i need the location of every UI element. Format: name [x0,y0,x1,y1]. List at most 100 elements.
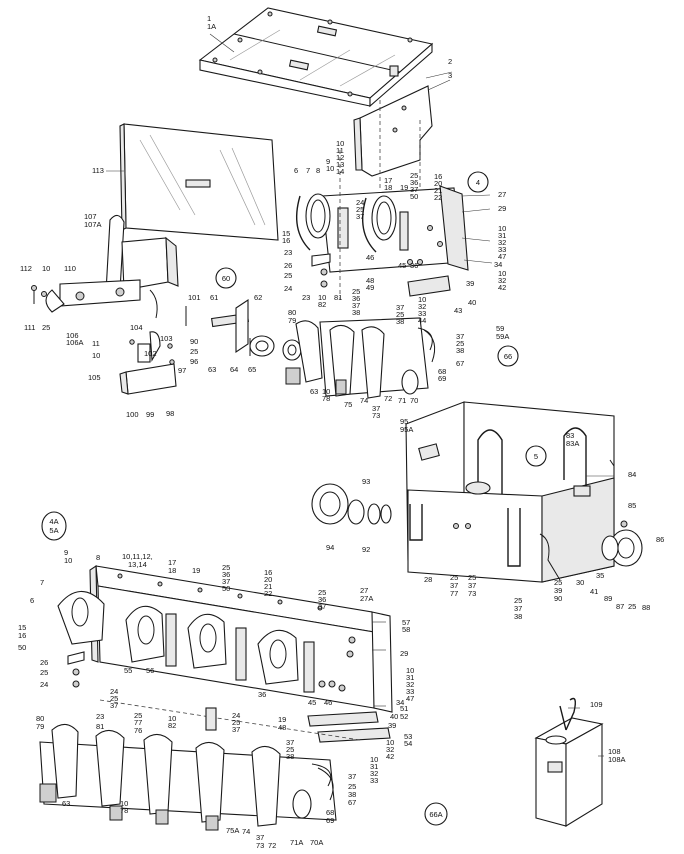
part-number-label: 25 [42,323,50,332]
part-number-label: 79 [36,722,44,731]
part-number-label: 64 [230,365,238,374]
part-number-label: 6 [30,596,34,605]
part-number-label: 10 [322,387,330,396]
part-number-label: 84 [628,470,636,479]
part-number-label: 25 [318,588,326,597]
part-number-label: 74 [360,396,368,405]
part-number-label: 70 [410,396,418,405]
part-number-label: 77 [134,718,142,727]
part-number-label: 93 [362,477,370,486]
part-number-label: 63 [310,387,318,396]
part-number-label: 37 [410,185,418,194]
glass-door-panel [119,123,279,241]
part-number-label: 99 [146,410,154,419]
callout-circle [41,511,67,541]
part-number-label: 42 [386,752,394,761]
part-number-label: 54 [404,739,412,748]
part-number-label: 25 [40,668,48,677]
part-number-label: 48 [366,276,374,285]
part-number-label: 37 [110,701,118,710]
part-number-label: 81 [334,293,342,302]
part-number-label: 51 [400,704,408,713]
part-number-label: 10 [120,799,128,808]
part-number-label: 13,14 [128,560,147,569]
part-number-label: 77 [450,589,458,598]
part-number-label: 32 [406,680,414,689]
part-number-label: 19 [278,715,286,724]
part-number-label: 11 [92,339,100,348]
part-number-label: 69 [438,374,446,383]
part-number-label: 36 [258,690,266,699]
part-number-label: 11 [336,146,344,155]
part-number-label: 67 [456,359,464,368]
part-number-label: 30 [576,578,584,587]
part-number-label: 10 [370,755,378,764]
part-number-label: 32 [498,276,506,285]
part-number-label: 9 [326,157,330,166]
callout-label: 4A [49,517,58,526]
part-number-label: 69 [326,816,334,825]
part-number-label: 24 [356,198,364,207]
callout-circle [467,171,489,193]
part-number-label: 10 [92,351,100,360]
part-number-label: 83 [566,431,574,440]
part-number-label: 73 [468,589,476,598]
part-number-label: 28 [424,575,432,584]
part-number-label: 82 [168,721,176,730]
part-number-label: 68 [438,367,446,376]
part-number-label: 71A [290,838,303,847]
main-frame-assembly [57,564,393,743]
part-number-label: 17 [384,176,392,185]
part-number-label: 38 [514,612,522,621]
part-number-label: 37 [222,577,230,586]
part-number-label: 25 [396,310,404,319]
part-number-label: 107A [84,220,102,229]
callout-label: 66 [504,352,512,361]
callout-circle [424,802,448,826]
part-number-label: 24 [232,711,240,720]
part-number-label: 25 [110,694,118,703]
part-number-label: 100 [126,410,139,419]
part-number-label: 9 [64,548,68,557]
circled-callouts: 4 60 66 5 4A 5A 66A [41,171,547,826]
part-number-label: 87 [616,602,624,611]
part-number-label: 37 [450,581,458,590]
part-number-label: 57 [402,618,410,627]
part-number-label: 40 [390,712,398,721]
part-number-label: 10 [168,714,176,723]
part-number-label: 47 [406,694,414,703]
part-number-label: 29 [400,649,408,658]
part-number-label: 108A [608,755,626,764]
enclosure-box [405,401,615,583]
part-number-label: 18 [168,566,176,575]
part-number-label: 56 [146,666,154,675]
part-number-label: 78 [120,806,128,815]
part-number-label: 7 [40,578,44,587]
part-number-label: 75A [226,826,239,835]
part-number-label: 25 [456,339,464,348]
part-number-label: 104 [130,323,143,332]
part-number-label: 92 [362,545,370,554]
part-number-label: 25 [222,563,230,572]
part-number-label: 32 [370,769,378,778]
part-number-label: 25 [190,347,198,356]
callout-label: 60 [222,274,230,283]
part-number-label: 101 [188,293,201,302]
part-number-label: 59A [496,332,509,341]
part-number-label: 10 [326,164,334,173]
part-number-label: 25 [410,171,418,180]
part-number-label: 94 [326,543,334,552]
part-number-label: 25 [356,205,364,214]
part-number-label: 26 [40,658,48,667]
upper-switch-row [285,317,436,399]
part-number-label: 98 [166,409,174,418]
part-number-label: 45 [398,261,406,270]
part-number-label: 10,11,12, [122,552,153,561]
part-number-label: 37 [396,303,404,312]
part-number-label: 19 [192,566,200,575]
part-number-label: 8 [316,166,320,175]
part-number-label: 25 [286,745,294,754]
part-number-label: 78 [322,394,330,403]
part-number-label: 23 [96,712,104,721]
